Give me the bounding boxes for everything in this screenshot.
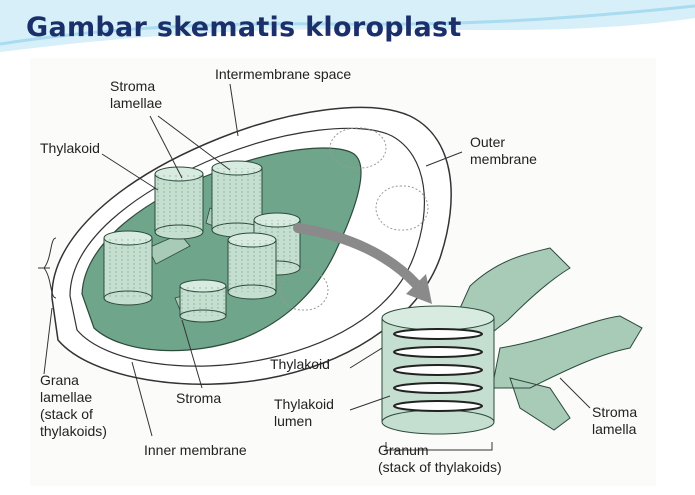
label-stroma-lamella: Stroma lamella (592, 404, 637, 438)
magnified-thylakoid-discs (382, 306, 494, 434)
label-grana-lamellae: Grana lamellae (stack of thylakoids) (40, 372, 107, 440)
chloroplast-illustration (30, 58, 656, 486)
granum-stack-1 (155, 167, 203, 239)
slide-title: Gambar skematis kloroplast (26, 12, 462, 43)
granum-stack-3 (104, 231, 152, 305)
label-outer-membrane: Outer membrane (470, 134, 537, 168)
label-intermembrane-space: Intermembrane space (215, 66, 351, 83)
granum-stack-6 (180, 280, 226, 322)
label-thylakoid-lumen: Thylakoid lumen (274, 396, 334, 430)
label-thylakoid-top: Thylakoid (40, 140, 100, 157)
granum-stack-5 (228, 233, 276, 299)
chloroplast-diagram: Stroma lamellae Intermembrane space Thyl… (30, 58, 656, 486)
label-thylakoid-right: Thylakoid (270, 356, 330, 373)
label-inner-membrane: Inner membrane (144, 442, 247, 459)
label-stroma: Stroma (176, 390, 221, 407)
label-granum: Granum (stack of thylakoids) (378, 442, 502, 476)
label-stroma-lamellae: Stroma lamellae (110, 78, 162, 112)
